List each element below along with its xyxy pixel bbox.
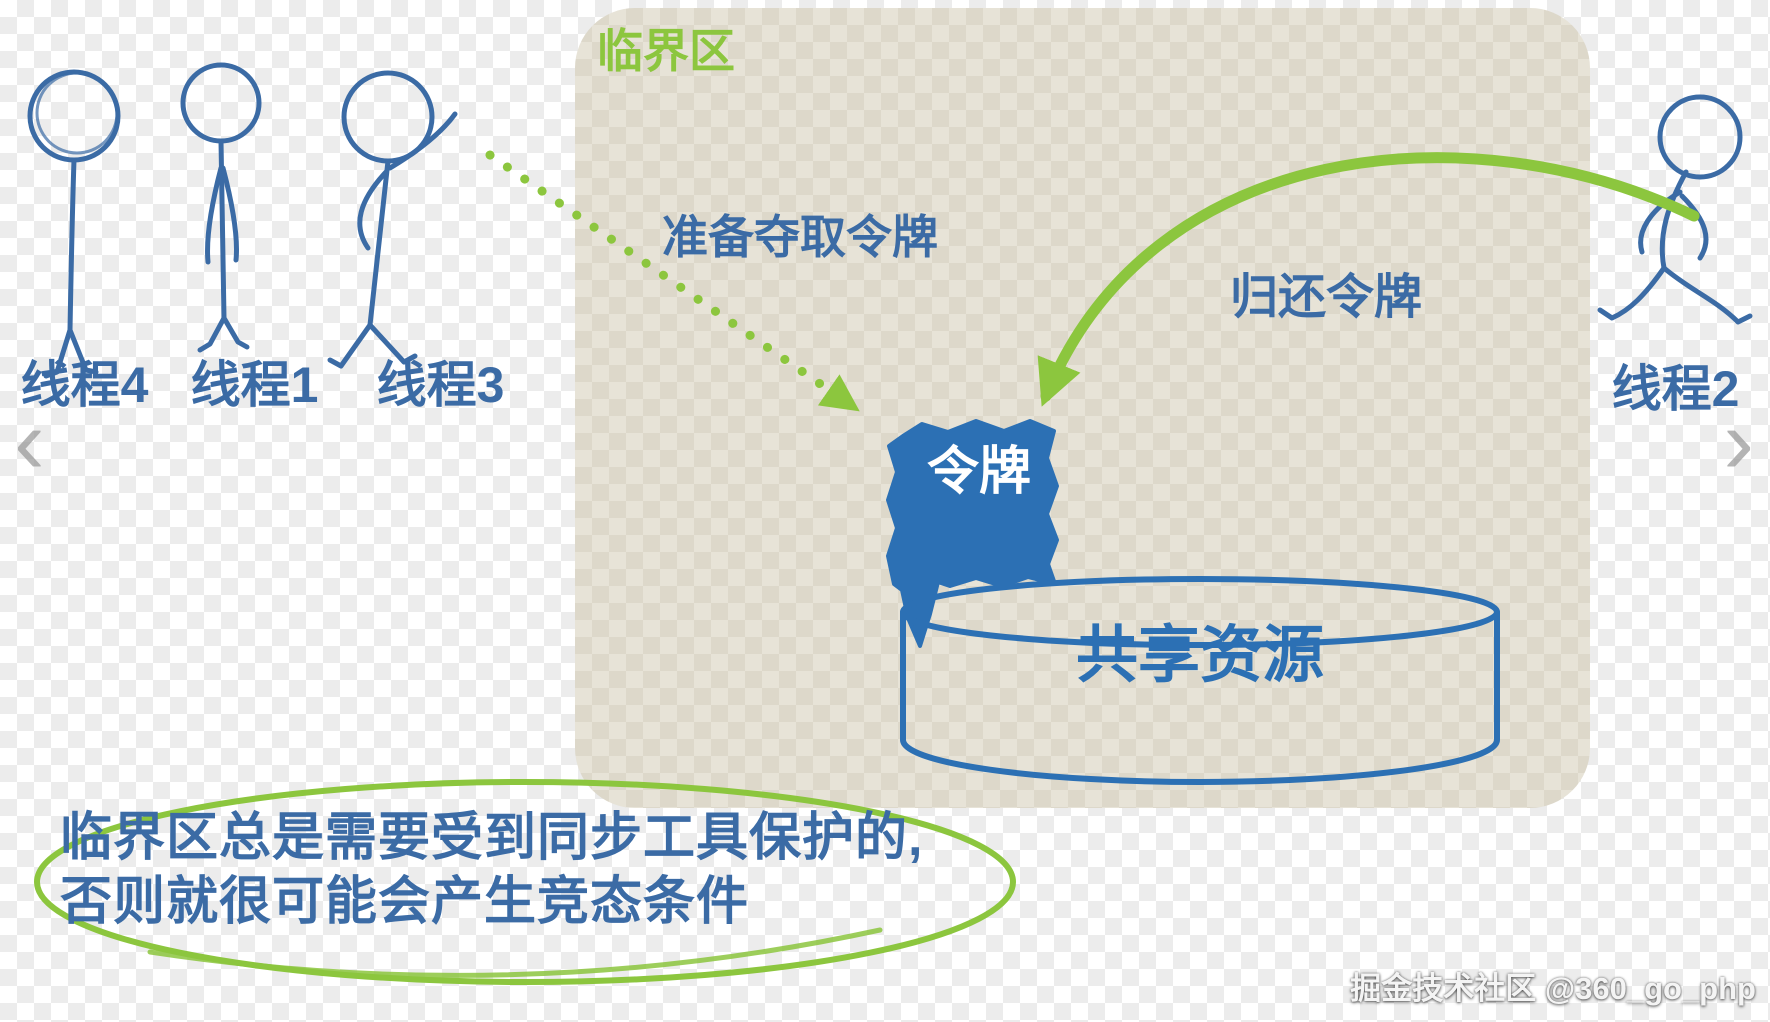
thread-1-label: 线程1 bbox=[190, 357, 319, 413]
stick-figure-thread-3 bbox=[327, 70, 458, 369]
stick-figure-thread-4 bbox=[27, 69, 121, 379]
critical-section-title: 临界区 bbox=[597, 25, 735, 77]
thread-4-label: 线程4 bbox=[20, 357, 149, 413]
stick-figure-thread-1 bbox=[180, 62, 262, 353]
next-arrow-icon[interactable]: › bbox=[1723, 391, 1754, 493]
token-label: 令牌 bbox=[926, 443, 1031, 501]
grab-token-arrow-label: 准备夺取令牌 bbox=[662, 211, 938, 263]
thread-3-label: 线程3 bbox=[376, 357, 505, 413]
watermark: 掘金技术社区 @360_go_php bbox=[1350, 971, 1756, 1006]
note-text-line-2: 否则就很可能会产生竞态条件 bbox=[60, 873, 750, 931]
shared-resource-label: 共享资源 bbox=[1075, 621, 1324, 690]
prev-arrow-icon[interactable]: ‹ bbox=[14, 391, 45, 493]
note-text-line-1: 临界区总是需要受到同步工具保护的, bbox=[60, 809, 924, 867]
critical-section-zone bbox=[575, 8, 1590, 808]
thread-2-label: 线程2 bbox=[1611, 361, 1740, 417]
return-token-arrow-label: 归还令牌 bbox=[1230, 271, 1423, 324]
stick-figure-thread-2 bbox=[1597, 94, 1753, 325]
